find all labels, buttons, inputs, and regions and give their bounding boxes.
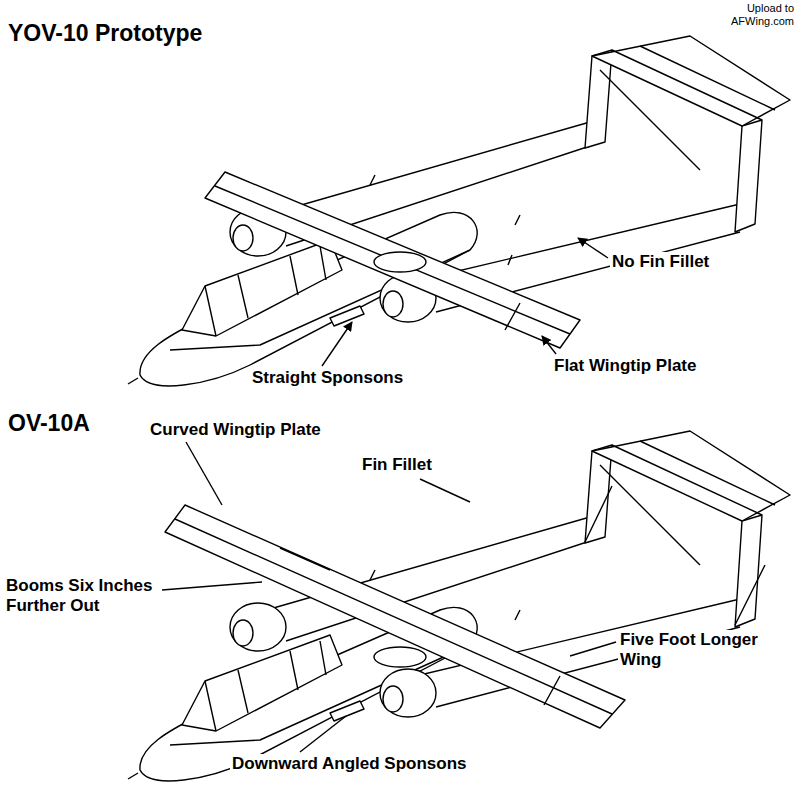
section-title: YOV-10 Prototype (6, 20, 204, 48)
callout-label: Fin Fillet (360, 455, 434, 475)
callout-label: Straight Sponsons (250, 368, 405, 388)
callout-label: Flat Wingtip Plate (552, 356, 698, 376)
watermark: Upload to AFWing.com (716, 2, 796, 27)
section-title: OV-10A (6, 410, 92, 438)
callout-label: Downward Angled Sponsons (230, 754, 469, 774)
callout-label: Curved Wingtip Plate (148, 420, 323, 440)
callout-label: Five Foot Longer Wing (618, 630, 794, 671)
callout-label: Booms Six Inches Further Out (4, 576, 158, 617)
callout-label: No Fin Fillet (610, 252, 711, 272)
